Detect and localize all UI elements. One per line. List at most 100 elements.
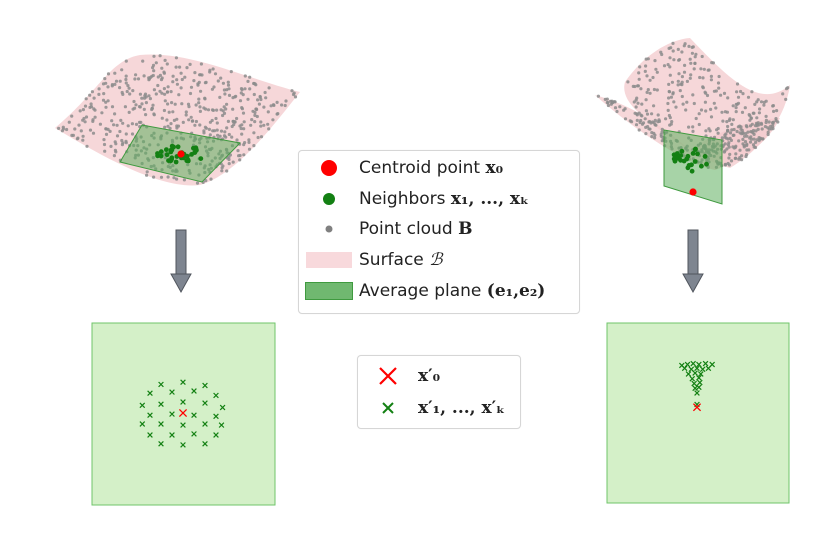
point-cloud-point bbox=[643, 117, 647, 121]
point-cloud-point bbox=[771, 120, 776, 124]
point-cloud-point bbox=[121, 141, 125, 145]
legend-item-centroid: Centroid point x₀ bbox=[299, 156, 579, 180]
legend-math-projected-neighbors: x′₁, ..., x′ₖ bbox=[418, 398, 506, 418]
point-cloud-point bbox=[198, 123, 202, 127]
point-cloud-point bbox=[699, 67, 703, 71]
point-cloud-point bbox=[738, 131, 742, 135]
legend-item-projected-neighbors: x′₁, ..., x′ₖ bbox=[358, 396, 520, 420]
point-cloud-point bbox=[753, 145, 758, 150]
point-cloud-point bbox=[637, 77, 641, 81]
point-cloud-point bbox=[734, 106, 738, 110]
point-cloud-point bbox=[230, 124, 234, 129]
point-cloud-point bbox=[238, 99, 243, 103]
point-cloud-point bbox=[210, 108, 215, 112]
point-cloud-point bbox=[636, 84, 641, 88]
point-cloud-point bbox=[647, 120, 651, 124]
point-cloud-point bbox=[283, 103, 287, 108]
point-cloud-point bbox=[731, 118, 735, 122]
point-cloud-point bbox=[225, 169, 229, 173]
point-cloud-point bbox=[266, 122, 270, 126]
point-cloud-point bbox=[732, 127, 736, 132]
point-cloud-point bbox=[727, 163, 732, 167]
projected-neighbor bbox=[202, 440, 208, 447]
point-cloud-point bbox=[670, 120, 674, 124]
point-cloud-point bbox=[655, 70, 659, 74]
point-cloud-point bbox=[290, 89, 294, 93]
point-cloud-point bbox=[656, 113, 660, 117]
point-cloud-point bbox=[248, 75, 252, 79]
point-cloud-point bbox=[751, 143, 756, 147]
point-cloud-point bbox=[276, 112, 280, 116]
neighbor-point bbox=[158, 153, 164, 159]
point-cloud-point bbox=[247, 138, 251, 142]
point-cloud-point bbox=[103, 149, 107, 153]
point-cloud-point bbox=[230, 135, 234, 139]
point-cloud-point bbox=[160, 116, 164, 120]
point-cloud-point bbox=[184, 110, 188, 114]
point-cloud-point bbox=[152, 113, 156, 117]
point-cloud-point bbox=[662, 64, 667, 68]
point-cloud-point bbox=[755, 116, 759, 120]
point-cloud-point bbox=[688, 57, 692, 61]
point-cloud-point bbox=[187, 105, 191, 109]
legend-math-point-cloud: B bbox=[458, 219, 473, 239]
neighbor-point bbox=[158, 149, 164, 155]
projected-neighbor bbox=[699, 366, 706, 373]
point-cloud-point bbox=[57, 126, 61, 130]
point-cloud-point bbox=[618, 105, 622, 109]
right-projected-points bbox=[678, 360, 716, 412]
point-cloud-point bbox=[151, 73, 155, 78]
point-cloud-point bbox=[683, 42, 687, 46]
point-cloud-point bbox=[137, 120, 142, 124]
point-cloud-point bbox=[668, 56, 672, 60]
point-cloud-point bbox=[212, 129, 217, 133]
point-cloud-point bbox=[211, 67, 215, 71]
point-cloud-point bbox=[119, 118, 123, 122]
point-cloud-point bbox=[646, 88, 650, 92]
point-cloud-point bbox=[263, 90, 267, 95]
point-cloud-point bbox=[175, 78, 179, 82]
point-cloud-point bbox=[728, 152, 732, 156]
point-cloud-point bbox=[110, 83, 114, 87]
point-cloud-point bbox=[267, 86, 271, 90]
projected-neighbor bbox=[147, 412, 153, 419]
point-cloud-point bbox=[678, 89, 682, 93]
point-cloud-point bbox=[728, 131, 733, 135]
point-cloud-point bbox=[113, 112, 117, 116]
plane-swatch bbox=[305, 282, 353, 300]
point-cloud-point bbox=[93, 115, 97, 119]
point-cloud-point bbox=[652, 87, 657, 92]
point-cloud-point bbox=[670, 80, 675, 84]
point-cloud-point bbox=[71, 133, 75, 137]
point-cloud-point bbox=[716, 131, 720, 135]
point-cloud-point bbox=[171, 80, 175, 84]
point-cloud-point bbox=[189, 85, 194, 89]
point-cloud-point bbox=[712, 101, 716, 105]
point-cloud-point bbox=[243, 87, 247, 91]
point-cloud-point bbox=[762, 100, 766, 104]
point-cloud-point bbox=[729, 159, 734, 163]
point-cloud-point bbox=[166, 124, 170, 128]
neighbor-point bbox=[155, 151, 160, 156]
point-cloud-point bbox=[208, 70, 212, 74]
point-cloud-point bbox=[672, 100, 676, 104]
point-cloud-point bbox=[680, 50, 684, 54]
projected-neighbor bbox=[169, 411, 175, 417]
point-cloud-point bbox=[166, 102, 170, 106]
point-cloud-point bbox=[724, 136, 728, 140]
point-cloud-point bbox=[104, 100, 108, 104]
point-cloud-point bbox=[650, 112, 654, 116]
point-cloud-point bbox=[680, 94, 684, 99]
point-cloud-point bbox=[660, 130, 664, 134]
point-cloud-point bbox=[138, 92, 142, 96]
point-cloud-point bbox=[707, 68, 711, 72]
point-cloud-point bbox=[251, 109, 255, 113]
projected-neighbor bbox=[684, 361, 691, 368]
point-cloud-point bbox=[726, 96, 730, 100]
projected-neighbor bbox=[169, 389, 175, 395]
point-cloud-point bbox=[291, 92, 296, 97]
point-cloud-point bbox=[102, 138, 106, 142]
point-cloud-point bbox=[180, 77, 184, 82]
point-cloud-point bbox=[204, 80, 208, 84]
point-cloud-point bbox=[248, 87, 252, 91]
